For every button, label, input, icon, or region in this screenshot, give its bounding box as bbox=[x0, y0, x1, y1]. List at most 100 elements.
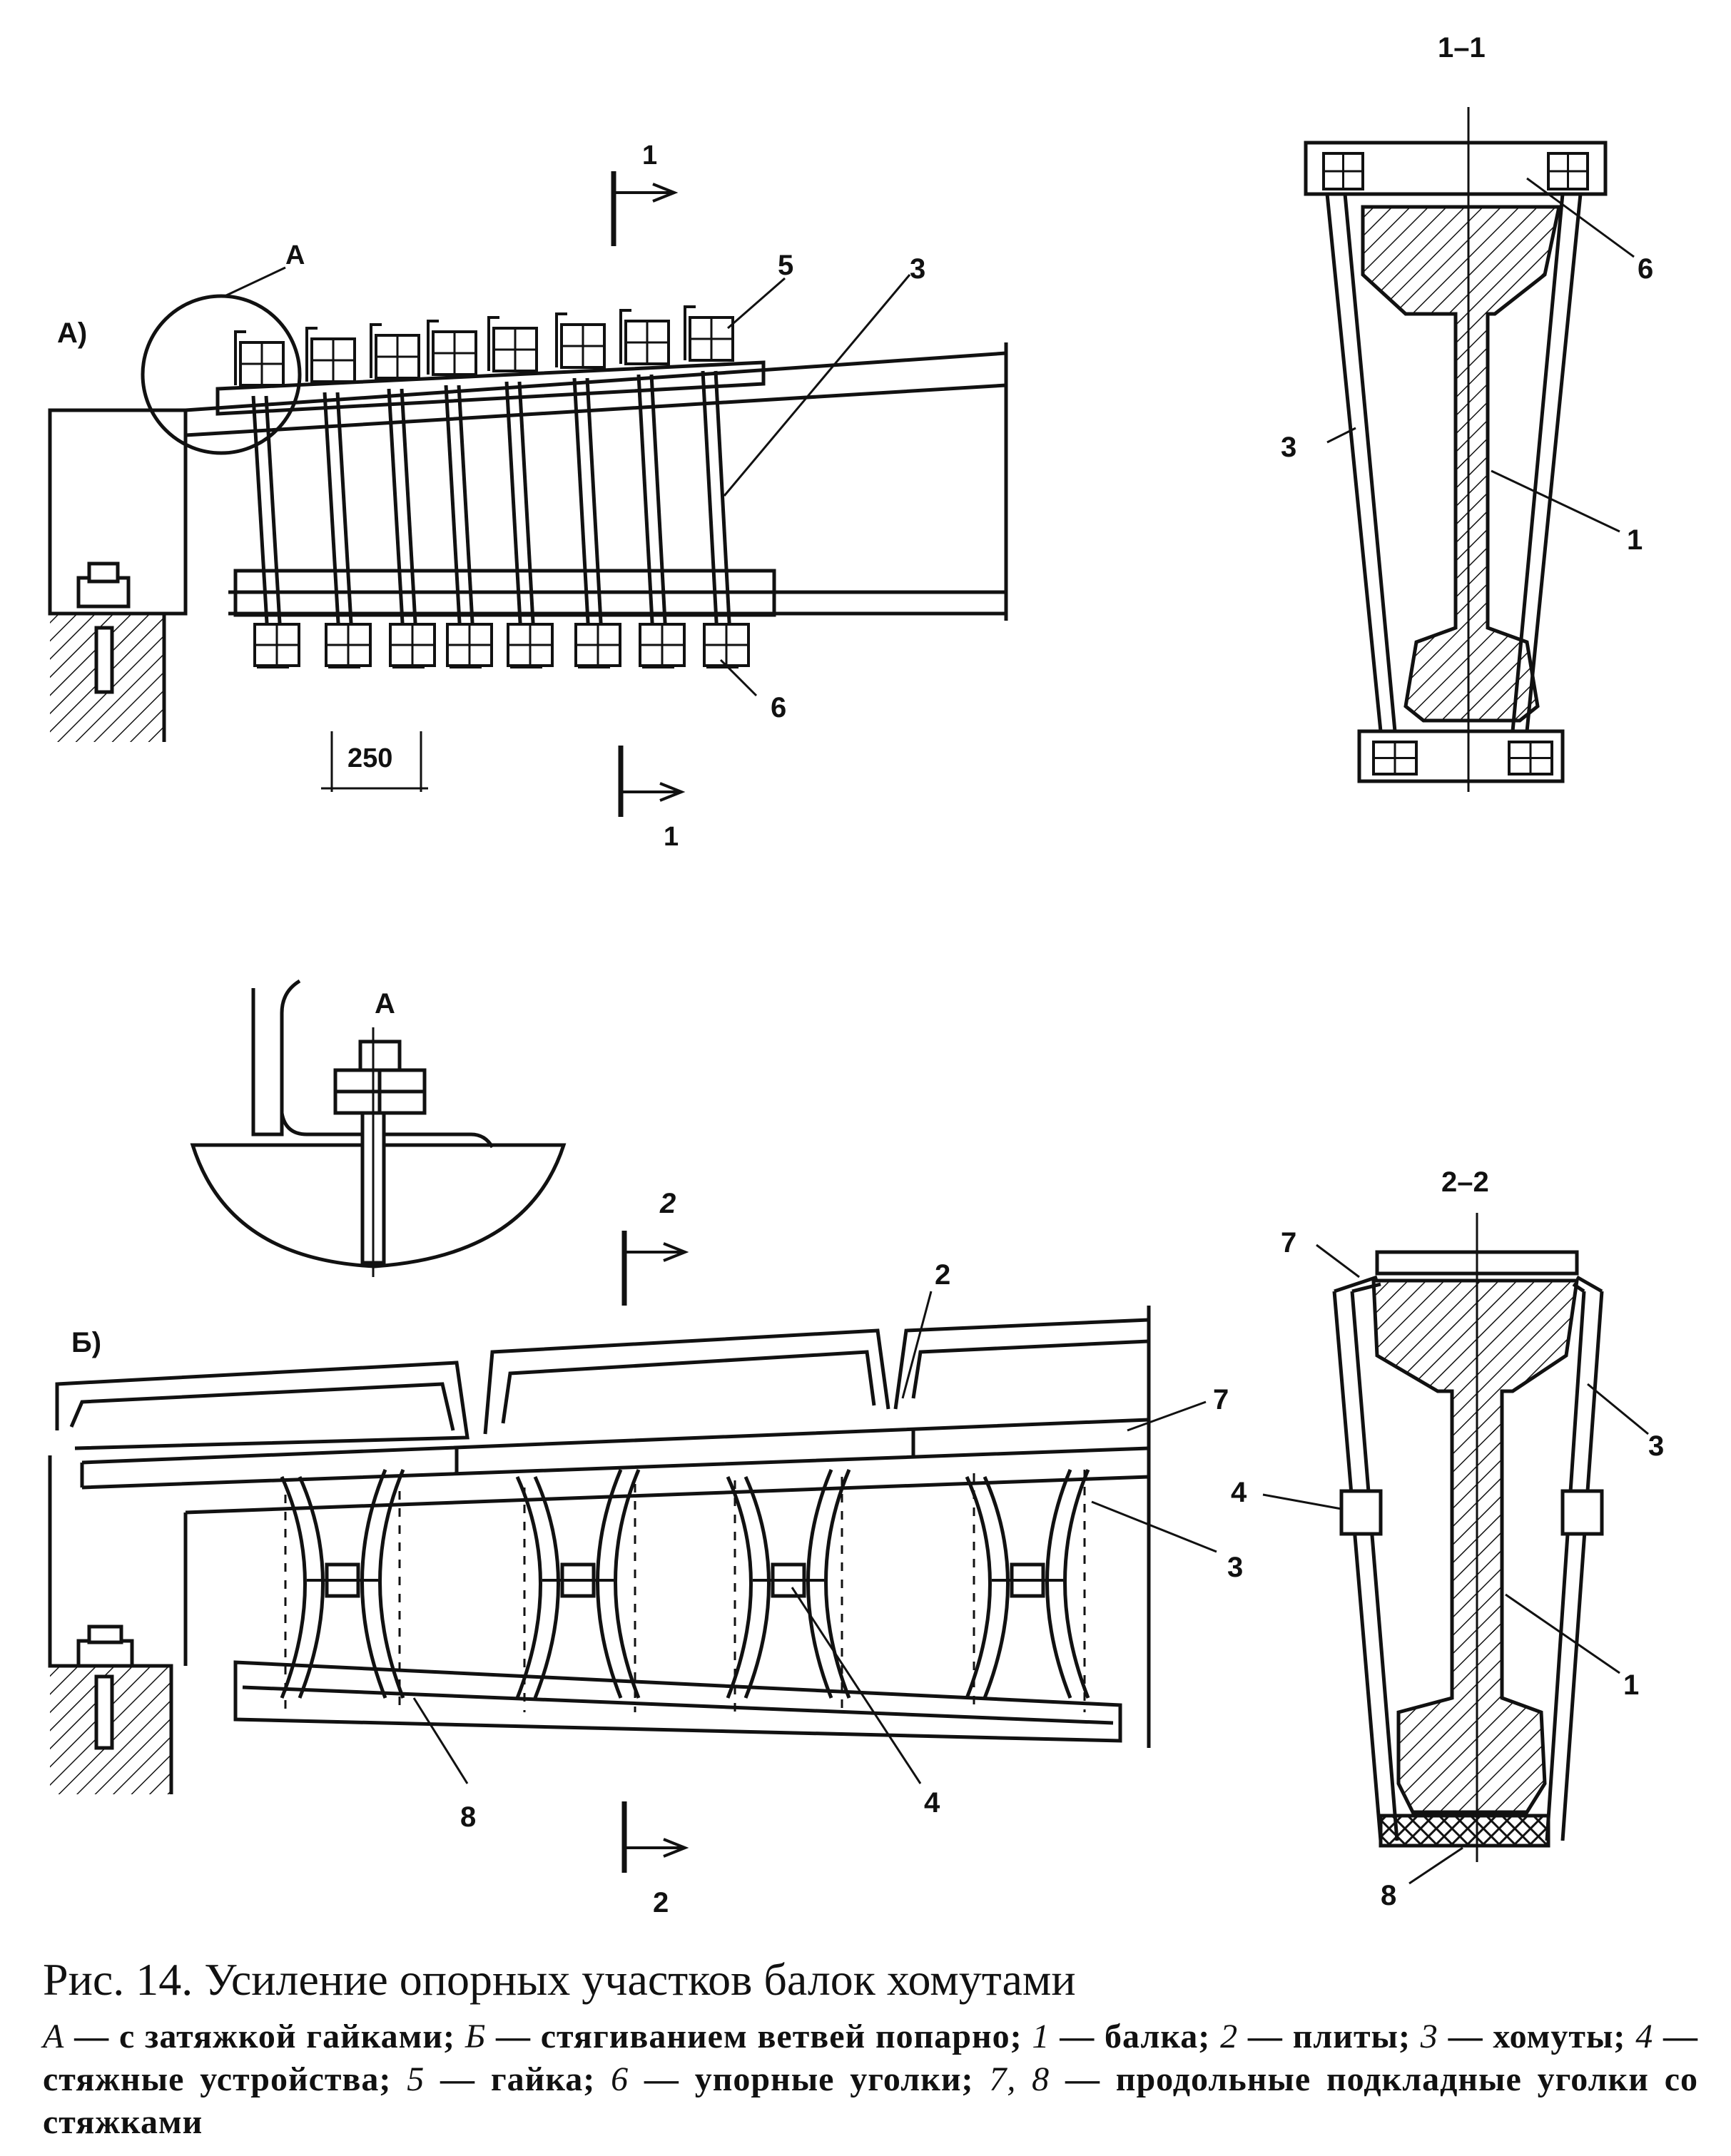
section-mark-2 bbox=[621, 1231, 689, 1873]
section-mark-1 bbox=[611, 171, 686, 817]
section-2-2-title: 2–2 bbox=[1441, 1166, 1489, 1198]
tie-pair-b bbox=[515, 1469, 641, 1699]
section-mark-2-top-label: 2 bbox=[659, 1188, 676, 1219]
caption-title: Рис. 14. Усиление опорных участков балок… bbox=[43, 1954, 1076, 2005]
caption-text: — балка; bbox=[1050, 2018, 1221, 2055]
ties-b bbox=[280, 1469, 1090, 1699]
caption-text: — продольные подкладные уголки со стяжка… bbox=[43, 2060, 1698, 2141]
view-b bbox=[48, 1306, 1151, 1794]
clamp-left-1-1 bbox=[1325, 193, 1397, 732]
plate-b-2 bbox=[483, 1328, 890, 1435]
nut-top-a bbox=[492, 327, 538, 372]
caption-text: — стягиванием ветвей попарно; bbox=[486, 2018, 1032, 2055]
tie-pair-b bbox=[280, 1469, 405, 1699]
clamp-a bbox=[701, 370, 732, 636]
caption-text: — стяжные устройства; bbox=[43, 2018, 1699, 2098]
caption-key: 6 bbox=[611, 2060, 629, 2098]
figure-caption: Рис. 14. Усиление опорных участков балок… bbox=[43, 1951, 1698, 2144]
clamp-a bbox=[636, 374, 668, 636]
nut-1-1 bbox=[1547, 152, 1589, 190]
nut-bottom-a bbox=[389, 623, 436, 667]
detail-a bbox=[190, 979, 567, 1277]
beam-section-2-2 bbox=[1371, 1278, 1579, 1814]
top-angle-b bbox=[81, 1418, 1149, 1490]
callout-top-angle-2-2: 7 bbox=[1281, 1227, 1296, 1258]
nut-top-a bbox=[375, 334, 420, 380]
bottom-plate-1-1 bbox=[1357, 729, 1565, 783]
nut-top-a bbox=[560, 323, 606, 369]
detail-callout-a: А bbox=[285, 240, 305, 270]
clamp-a bbox=[251, 395, 283, 636]
callout-bottom-angle-b: 8 bbox=[460, 1801, 476, 1833]
clamp-a bbox=[444, 385, 475, 636]
clamp-a bbox=[323, 392, 354, 636]
caption-text: — с затяжкой гайками; bbox=[64, 2018, 465, 2055]
beam-a-top-flange bbox=[185, 351, 1007, 437]
callout-tie-2-2: 4 bbox=[1231, 1477, 1247, 1508]
leaders-2-2 bbox=[1262, 1244, 1649, 1885]
callout-clamp-2-2: 3 bbox=[1648, 1430, 1664, 1462]
callout-angle-1-1: 6 bbox=[1638, 253, 1653, 285]
callout-angle-a: 6 bbox=[771, 692, 786, 723]
callout-clamp-1-1: 3 bbox=[1281, 432, 1296, 463]
nut-top-a bbox=[432, 330, 477, 376]
bottom-angle-2-2 bbox=[1379, 1814, 1550, 1848]
detail-a-circle bbox=[141, 294, 302, 455]
leaders-b bbox=[412, 1291, 1217, 1784]
callout-beam-2-2: 1 bbox=[1623, 1669, 1639, 1701]
caption-key: 1 bbox=[1032, 2018, 1050, 2055]
nuts-1-1 bbox=[1322, 152, 1589, 776]
section-1-1 bbox=[1304, 107, 1608, 792]
view-a bbox=[48, 294, 1008, 792]
callout-plates-b: 2 bbox=[935, 1259, 950, 1291]
callout-nut-a: 5 bbox=[778, 250, 793, 281]
nut-1-1 bbox=[1372, 741, 1418, 776]
clamp-right-2-2 bbox=[1545, 1291, 1604, 1841]
caption-key: 5 bbox=[407, 2060, 425, 2098]
nut-top-a bbox=[310, 337, 356, 383]
caption-key: 3 bbox=[1420, 2018, 1438, 2055]
tie-device-right-2-2 bbox=[1560, 1489, 1604, 1536]
bottom-angle-b bbox=[233, 1660, 1122, 1743]
section-mark-top-label: 1 bbox=[642, 141, 657, 171]
clamp-a bbox=[504, 381, 536, 636]
callout-clamp-a: 3 bbox=[910, 253, 925, 285]
beam-a-bottom-flange bbox=[228, 590, 1006, 616]
callout-bottom-angle-2-2: 8 bbox=[1381, 1880, 1396, 1911]
caption-key: А bbox=[43, 2018, 65, 2055]
plate-b-3 bbox=[893, 1318, 1149, 1410]
top-angle-a bbox=[215, 360, 766, 416]
callout-clamp-b: 3 bbox=[1227, 1552, 1243, 1583]
caption-legend: А — с затяжкой гайками; Б — стягиванием … bbox=[43, 2015, 1698, 2144]
section-mark-2-bottom-label: 2 bbox=[653, 1887, 669, 1918]
nut-bottom-a bbox=[639, 623, 686, 667]
detail-a-angle bbox=[251, 979, 301, 1137]
engineering-drawing: А) А 1 1 250 5 3 6 1–1 6 3 1 bbox=[48, 32, 1664, 1918]
leaders-a bbox=[224, 266, 911, 697]
callout-beam-1-1: 1 bbox=[1627, 524, 1643, 556]
section-mark-bottom-label: 1 bbox=[664, 822, 679, 852]
nut-bottom-a bbox=[253, 623, 300, 667]
nut-top-a bbox=[624, 320, 670, 365]
clamps-a bbox=[234, 305, 750, 668]
nut-bottom-a bbox=[574, 623, 621, 667]
panel-label-b: Б) bbox=[71, 1327, 101, 1358]
caption-key: 7, 8 bbox=[989, 2060, 1050, 2098]
nut-bottom-a bbox=[507, 623, 554, 667]
caption-key: 4 bbox=[1635, 2018, 1654, 2055]
caption-text: — гайка; bbox=[425, 2060, 611, 2098]
anchor-nut-b bbox=[76, 1639, 134, 1668]
callout-tie-b: 4 bbox=[924, 1787, 940, 1819]
caption-text: — плиты; bbox=[1238, 2018, 1421, 2055]
nut-top-a bbox=[239, 341, 285, 387]
caption-text: — хомуты; bbox=[1438, 2018, 1636, 2055]
detail-a-nut-top bbox=[358, 1039, 402, 1072]
caption-key: Б bbox=[465, 2018, 487, 2055]
bottom-angle-a bbox=[233, 569, 776, 617]
tie-device-left-2-2 bbox=[1339, 1489, 1383, 1536]
section-1-1-title: 1–1 bbox=[1438, 32, 1486, 63]
nut-1-1 bbox=[1508, 741, 1553, 776]
tie-pair-b bbox=[965, 1469, 1090, 1699]
leaders-1-1 bbox=[1326, 177, 1635, 533]
plate-b-1 bbox=[55, 1361, 469, 1450]
